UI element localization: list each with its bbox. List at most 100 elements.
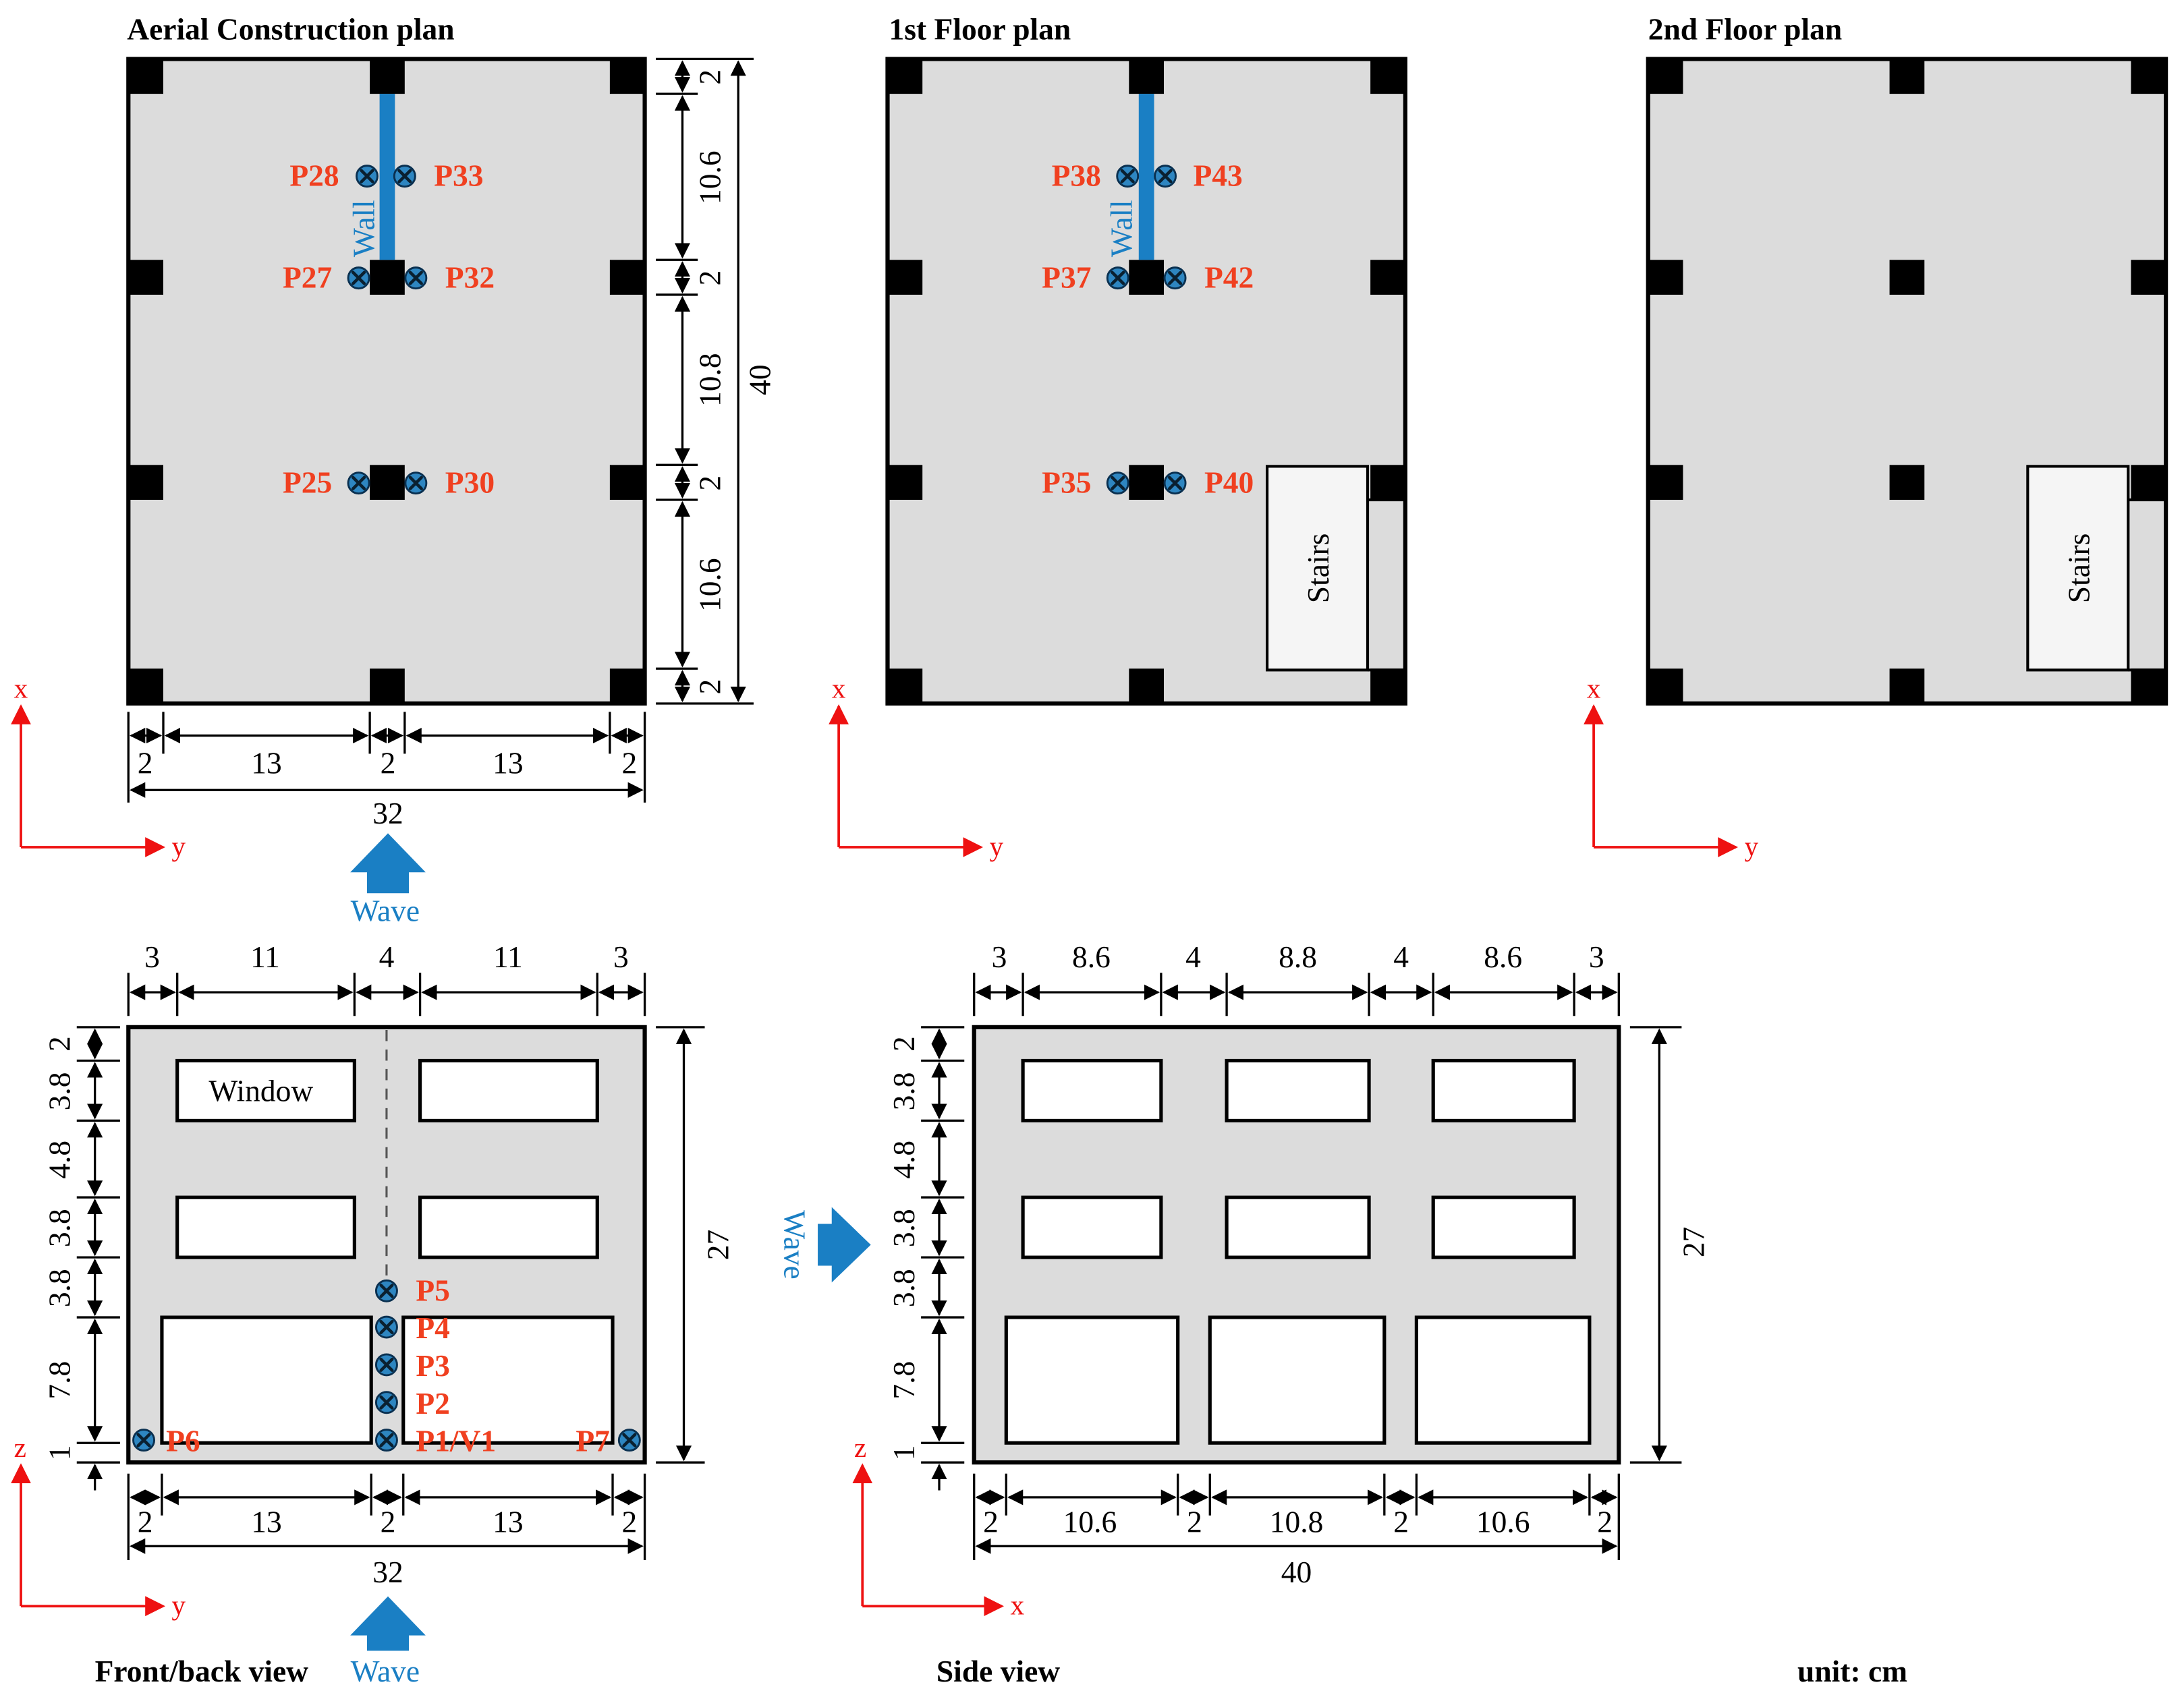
- dim-label: 8.6: [1072, 940, 1111, 974]
- floor1-stairs-label: Stairs: [1301, 534, 1335, 604]
- window: [1225, 1195, 1371, 1259]
- side-left-dimensions: [921, 1026, 965, 1491]
- axis-z-label: z: [854, 1432, 866, 1463]
- column: [2131, 260, 2166, 295]
- column: [128, 59, 163, 94]
- axis-y-label: y: [171, 830, 186, 861]
- dim-label: 2: [692, 476, 727, 491]
- dim-label: 10.8: [692, 353, 727, 407]
- dim-label: 4.8: [42, 1141, 76, 1179]
- column: [887, 465, 923, 500]
- column: [1370, 465, 1405, 500]
- dim-label: 3: [613, 940, 629, 974]
- column: [1648, 668, 1683, 704]
- dim-label: 4: [1185, 940, 1201, 974]
- aerial-plan-title: Aerial Construction plan: [127, 11, 454, 46]
- column: [1129, 668, 1165, 704]
- wave-label: Wave: [777, 1210, 812, 1279]
- column: [1648, 465, 1683, 500]
- axis-y-label: y: [989, 830, 1003, 861]
- door-opening: [160, 1315, 373, 1445]
- dim-label: 4: [379, 940, 395, 974]
- column: [370, 59, 405, 94]
- window: [418, 1195, 599, 1259]
- axis-x-label: x: [832, 673, 846, 704]
- side-view-title: Side view: [936, 1654, 1060, 1688]
- dim-label: 8.6: [1484, 940, 1522, 974]
- probe-label: P5: [416, 1273, 450, 1307]
- column: [609, 59, 645, 94]
- dim-label: 2: [1187, 1505, 1202, 1539]
- dim-label: 8.8: [1279, 940, 1317, 974]
- probe-label: P35: [1042, 465, 1091, 500]
- dim-label: 2: [1393, 1505, 1409, 1539]
- dim-label: 3: [144, 940, 160, 974]
- probe-marker: [348, 473, 369, 494]
- probe-label: P30: [445, 465, 495, 500]
- probe-label: P43: [1193, 159, 1242, 193]
- probe-marker: [619, 1430, 640, 1451]
- dim-label: 2: [138, 745, 153, 780]
- dim-label: 10.6: [1476, 1505, 1530, 1539]
- floor1-columns: [887, 59, 1405, 704]
- dim-label: 11: [493, 940, 523, 974]
- wave-arrow-icon: [818, 1207, 871, 1283]
- dim-label: 3.8: [42, 1269, 76, 1307]
- probe-marker: [376, 1317, 397, 1338]
- door-opening: [401, 1315, 615, 1445]
- column: [609, 465, 645, 500]
- column: [1648, 59, 1683, 94]
- column: [1129, 465, 1165, 500]
- dim-label: 3.8: [887, 1072, 921, 1111]
- dim-label: 10.6: [692, 150, 727, 204]
- dim-label: 3: [1589, 940, 1604, 974]
- unit-label: unit: cm: [1797, 1654, 1907, 1688]
- probe-marker: [376, 1354, 397, 1375]
- window-label: Window: [208, 1073, 313, 1108]
- door-opening: [1004, 1315, 1180, 1445]
- probe-label: P6: [166, 1424, 200, 1458]
- dim-label: 2: [692, 270, 727, 286]
- aerial-width-dimensions: [127, 712, 646, 803]
- floor1-plan: Stairs Wall P38 P43 P37 P42 P35 P40 x y: [829, 57, 1407, 861]
- probe-marker: [1107, 473, 1128, 494]
- dim-label: 3.8: [887, 1269, 921, 1307]
- window: [1225, 1058, 1371, 1123]
- dim-label: 2: [138, 1505, 153, 1539]
- dim-label: 13: [493, 1505, 524, 1539]
- probe-marker: [1107, 268, 1128, 289]
- wave-arrow-icon: [350, 833, 426, 894]
- dim-label: 13: [251, 1505, 282, 1539]
- front-bottom-dimensions: [127, 1473, 646, 1560]
- dim-label: 2: [887, 1036, 921, 1052]
- dim-label: 2: [983, 1505, 999, 1539]
- dim-label: 4.8: [887, 1141, 921, 1179]
- probe-label: P33: [434, 159, 483, 193]
- axis-x-label: x: [14, 673, 28, 704]
- probe-label: P40: [1204, 465, 1254, 500]
- dim-total-label: 32: [372, 1555, 403, 1589]
- dim-label: 2: [692, 679, 727, 695]
- dim-label: 1: [887, 1445, 921, 1460]
- column: [887, 59, 923, 94]
- floor2-stairs: [2026, 465, 2130, 672]
- dim-total-label: 27: [1676, 1227, 1710, 1258]
- dim-label: 2: [621, 1505, 637, 1539]
- column: [128, 668, 163, 704]
- probe-marker: [1165, 473, 1185, 494]
- probe-marker: [348, 268, 369, 289]
- dim-label: 2: [621, 745, 637, 780]
- probe-marker: [376, 1430, 397, 1451]
- window: [1021, 1195, 1163, 1259]
- dim-label: 2: [381, 1505, 396, 1539]
- probe-marker: [356, 166, 377, 187]
- dim-label: 7.8: [887, 1361, 921, 1400]
- probe-label: P4: [416, 1311, 450, 1345]
- dim-label: 13: [493, 745, 524, 780]
- aerial-length-dimensions: [656, 57, 754, 705]
- front-left-dimensions: [76, 1026, 120, 1491]
- dim-label: 10.6: [692, 558, 727, 612]
- side-axes: [852, 1463, 1005, 1617]
- dim-total-label: 27: [701, 1230, 735, 1261]
